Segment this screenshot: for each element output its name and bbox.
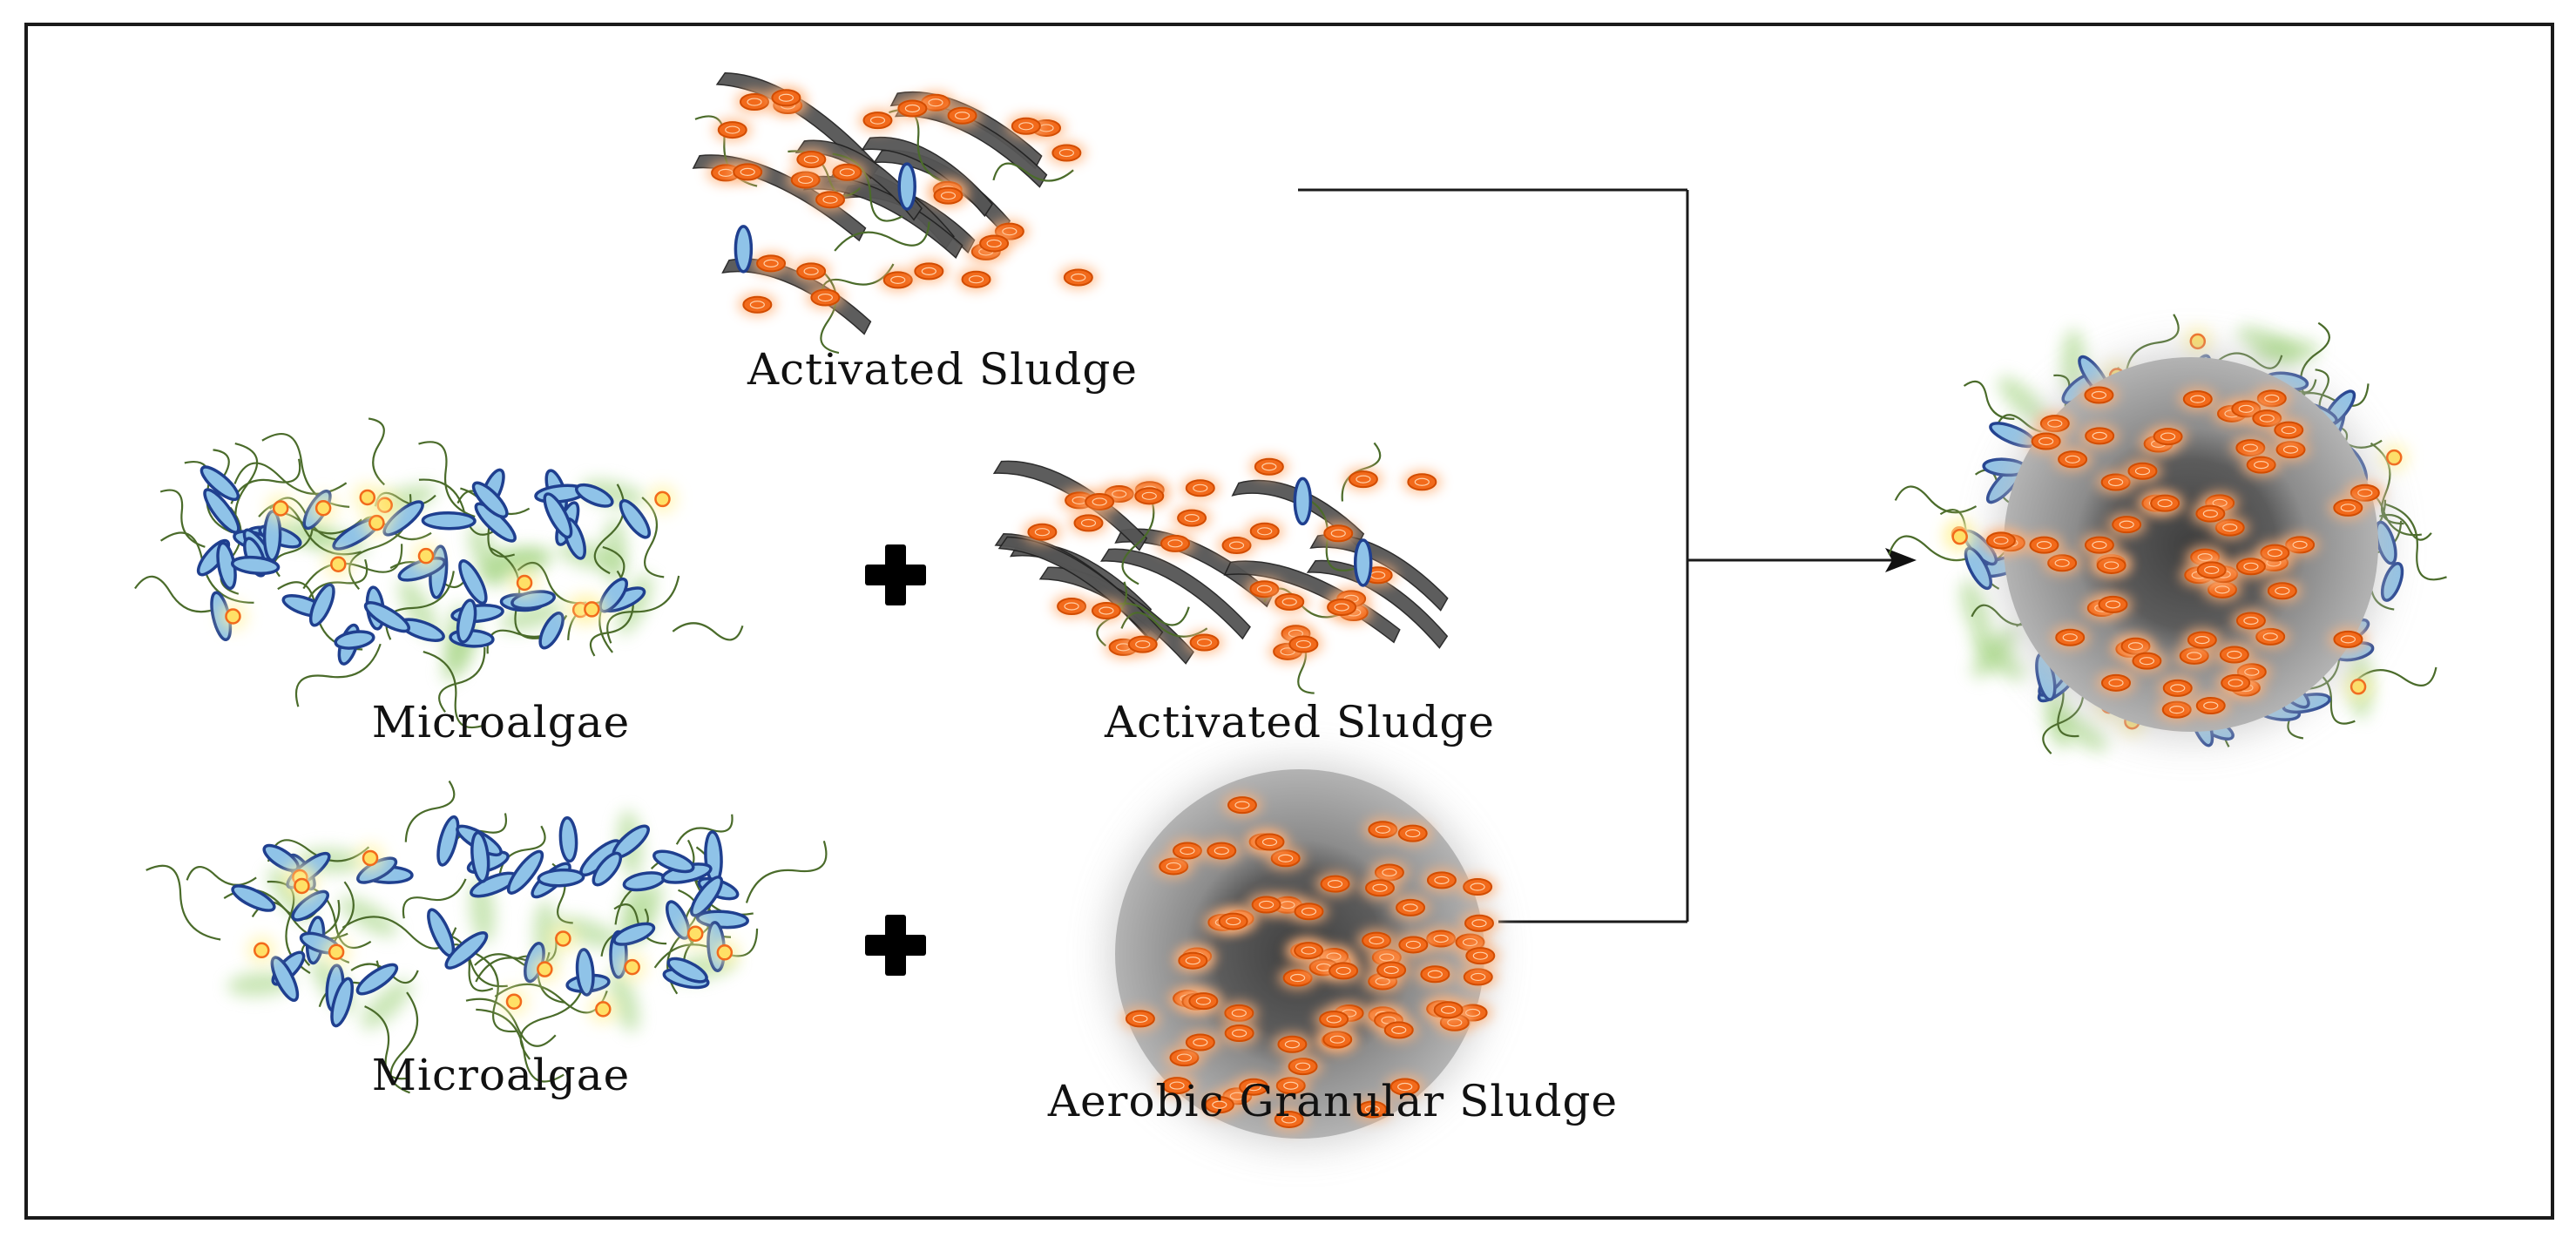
microalgae-illustration-2 (145, 780, 828, 1094)
label-activated-sludge-top: Activated Sludge (747, 344, 1138, 395)
microalgae-illustration-1 (134, 417, 744, 729)
label-aerobic-granular-sludge: Aerobic Granular Sludge (1047, 1076, 1619, 1126)
outer-frame (24, 23, 2554, 1220)
activated-sludge-illustration-2 (992, 442, 1449, 694)
arrowhead (1885, 548, 1917, 572)
label-microalgae-2: Microalgae (371, 1050, 631, 1100)
label-activated-sludge-2: Activated Sludge (1105, 697, 1495, 747)
label-microalgae-1: Microalgae (371, 697, 631, 747)
activated-sludge-illustration-top (692, 71, 1098, 355)
plus-sign-2 (865, 915, 926, 976)
aerobic-granular-sludge-illustration (1108, 762, 1500, 1146)
connector-lines (1298, 188, 1897, 923)
algal-bacterial-granule-illustration (1888, 314, 2447, 754)
plus-sign-1 (865, 544, 926, 605)
